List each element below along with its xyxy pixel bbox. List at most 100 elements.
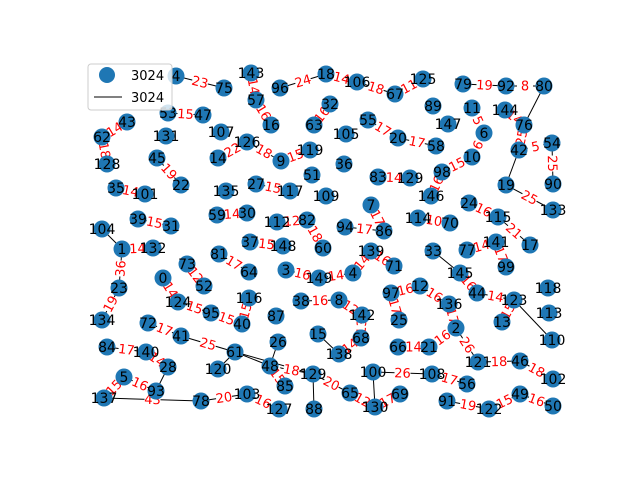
- graph-node: 128: [94, 155, 120, 173]
- edge-weight-label: 12: [283, 214, 301, 230]
- legend-node-label: 3024: [131, 69, 164, 84]
- edge-weight-bg: [100, 293, 120, 314]
- node-label: 39: [129, 212, 147, 228]
- edge-weight-bg: [130, 374, 151, 393]
- node-marker: [270, 400, 288, 418]
- graph-node: 142: [349, 306, 376, 324]
- node-marker: [157, 127, 175, 145]
- node-label: 142: [349, 308, 376, 324]
- node-label: 50: [544, 399, 562, 415]
- node-label: 110: [539, 333, 566, 349]
- node-marker: [267, 307, 285, 325]
- node-label: 28: [159, 360, 177, 376]
- node-marker: [401, 169, 419, 187]
- graph-node: 64: [240, 263, 258, 281]
- graph-node: 9: [272, 152, 290, 170]
- node-label: 146: [418, 189, 445, 205]
- graph-node: 108: [419, 365, 445, 383]
- node-marker: [539, 279, 557, 297]
- edge-weight-bg: [386, 296, 404, 316]
- node-label: 100: [360, 365, 387, 381]
- node-label: 21: [420, 340, 438, 356]
- node-marker: [304, 365, 322, 383]
- node-label: 125: [410, 72, 437, 88]
- node-marker: [274, 237, 292, 255]
- node-label: 136: [436, 297, 463, 313]
- graph-node: 99: [497, 258, 515, 276]
- node-marker: [337, 125, 355, 143]
- graph-node: 138: [326, 345, 352, 363]
- node-marker: [336, 218, 354, 236]
- node-label: 42: [510, 143, 528, 159]
- graph-node: 121: [465, 353, 492, 371]
- node-marker: [424, 97, 442, 115]
- node-marker: [544, 397, 562, 415]
- graph-node: 122: [476, 400, 503, 418]
- graph-node: 125: [410, 70, 437, 88]
- edge-weight-label: 17: [372, 119, 394, 140]
- node-label: 149: [306, 271, 333, 287]
- node-marker: [544, 201, 562, 219]
- node-marker: [172, 176, 190, 194]
- node-label: 101: [132, 187, 159, 203]
- edge-weight-bg: [446, 154, 467, 174]
- graph-node: 26: [269, 333, 287, 351]
- node-marker: [480, 400, 498, 418]
- edge-weight-bg: [459, 396, 478, 413]
- edge-weight-label: 36: [113, 260, 129, 278]
- node-marker: [217, 182, 235, 200]
- node-label: 92: [497, 79, 515, 95]
- node-marker: [314, 239, 332, 257]
- node-label: 85: [276, 379, 294, 395]
- node-marker: [162, 217, 180, 235]
- graph-node: 112: [264, 213, 290, 231]
- graph-node: 23: [110, 279, 128, 297]
- graph-node: 50: [544, 397, 562, 415]
- node-label: 105: [333, 127, 360, 143]
- graph-node: 96: [271, 79, 289, 97]
- edge-weight-label: 11: [399, 77, 421, 98]
- edge-weight-bg: [526, 390, 547, 409]
- node-label: 38: [292, 294, 310, 310]
- node-label: 76: [515, 118, 533, 134]
- node-label: 121: [465, 355, 492, 371]
- node-marker: [344, 264, 362, 282]
- graph-node: 89: [424, 97, 442, 115]
- edge-weight-bg: [519, 187, 540, 207]
- node-marker: [441, 214, 459, 232]
- graph-node: 60: [314, 239, 332, 257]
- node-label: 114: [405, 211, 432, 227]
- edge-weight-label: 16: [423, 285, 445, 306]
- graph-node: 16: [262, 116, 280, 134]
- node-marker: [194, 106, 212, 124]
- node-label: 5: [120, 370, 129, 386]
- node-label: 36: [335, 157, 353, 173]
- node-marker: [277, 261, 295, 279]
- graph-node: 58: [427, 137, 445, 155]
- node-label: 6: [480, 126, 489, 142]
- node-marker: [262, 116, 280, 134]
- edge-weight-label: 15: [263, 179, 282, 197]
- node-label: 11: [463, 101, 481, 117]
- node-label: 122: [476, 402, 503, 418]
- edge-weight-label: 25: [198, 335, 218, 354]
- node-label: 7: [367, 198, 376, 214]
- edge-weight-bg: [398, 76, 419, 96]
- node-label: 141: [483, 235, 510, 251]
- node-label: 12: [411, 279, 429, 295]
- edge-weight-bg: [457, 334, 478, 355]
- node-marker: [301, 141, 319, 159]
- node-marker: [172, 327, 190, 345]
- node-marker: [364, 363, 382, 381]
- edge-weight-bg: [494, 391, 515, 411]
- graph-node: 43: [118, 113, 136, 131]
- node-marker: [107, 179, 125, 197]
- node-label: 129: [300, 367, 327, 383]
- edge-weight-label: 16: [396, 281, 416, 299]
- edge-weight-label: 23: [190, 74, 210, 93]
- node-label: 15: [309, 327, 327, 343]
- edge-weight-label: 19: [476, 78, 493, 94]
- graph-node: 136: [436, 295, 463, 313]
- edge-weight-bg: [129, 241, 146, 255]
- node-marker: [202, 304, 220, 322]
